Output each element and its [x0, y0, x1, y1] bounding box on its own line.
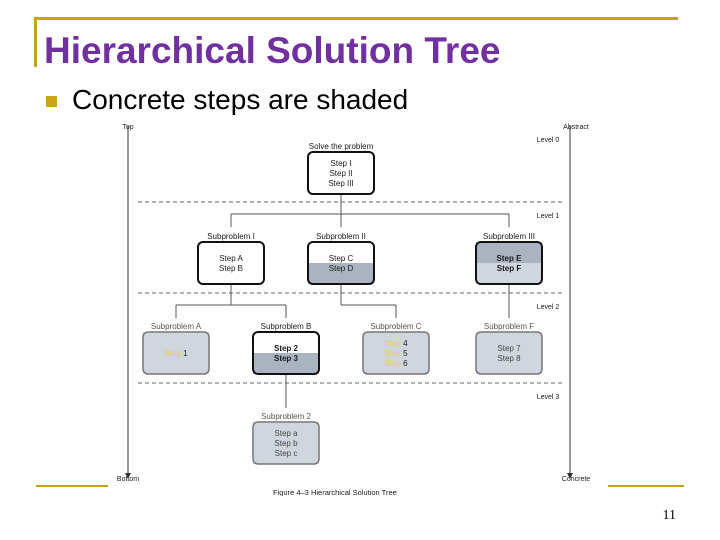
slide-title: Hierarchical Solution Tree	[44, 30, 501, 71]
node-subF-box	[475, 331, 543, 375]
node-sub2-step-1: Step D	[329, 264, 354, 273]
node-sub2b-step-0: Step a	[274, 429, 298, 438]
node-subF-label: Subproblem F	[484, 322, 534, 331]
node-subA-box	[142, 331, 210, 375]
bullet-text: Concrete steps are shaded	[72, 84, 409, 115]
node-subC-label: Subproblem C	[370, 322, 421, 331]
node-sub3-band-0	[476, 242, 542, 263]
bottom-rule-right	[608, 485, 684, 487]
node-sub2b-label: Subproblem 2	[261, 412, 311, 421]
node-subF-step-1: Step 8	[497, 354, 521, 363]
node-root-step-2: Step III	[328, 179, 353, 188]
node-subA-label: Subproblem A	[151, 322, 202, 331]
node-sub3-step-0: Step E	[497, 254, 523, 263]
node-sub2-label: Subproblem II	[316, 232, 366, 241]
node-sub1-step-1: Step B	[219, 264, 243, 273]
node-root-step-1: Step II	[329, 169, 352, 178]
node-sub2b-step-1: Step b	[274, 439, 298, 448]
level-label-2: Level 2	[537, 304, 560, 311]
node-root-band-0	[308, 152, 374, 194]
axis-bottom-label: Bottom	[117, 476, 139, 483]
node-sub2b-step-2: Step c	[275, 449, 298, 458]
node-subF-band-0	[476, 332, 542, 374]
node-sub2-band-0	[308, 242, 374, 263]
node-subC-step-2: Step 6	[384, 359, 408, 368]
node-subB-band-1	[253, 353, 319, 374]
level-label-3: Level 3	[537, 394, 560, 401]
node-sub1-box	[197, 241, 265, 285]
figure-caption: Figure 4–3 Hierarchical Solution Tree	[273, 488, 397, 496]
node-sub3-box	[475, 241, 543, 285]
bullet-square-icon	[46, 96, 57, 107]
node-sub2b-box	[252, 421, 320, 465]
node-subF-step-0: Step 7	[497, 344, 521, 353]
node-sub3-label: Subproblem III	[483, 232, 535, 241]
bottom-rule-left	[36, 485, 108, 487]
node-root-label: Solve the problem	[309, 142, 374, 151]
node-subC-band-0	[363, 332, 429, 374]
node-subB-step-1: Step 3	[274, 354, 299, 363]
node-subB-step-0: Step 2	[274, 344, 299, 353]
node-subB-label: Subproblem B	[261, 322, 312, 331]
node-subB-band-0	[253, 332, 319, 353]
node-subC-step-1: Step 5	[384, 349, 408, 358]
axis-top-label: Top	[122, 124, 133, 131]
title-bracket-top	[34, 17, 678, 20]
node-subB-box	[252, 331, 320, 375]
node-subC-box	[362, 331, 430, 375]
node-root-box	[307, 151, 375, 195]
axis-concrete-label: Concrete	[562, 476, 591, 483]
level-label-1: Level 1	[537, 213, 560, 220]
node-sub2b-band-0	[253, 422, 319, 464]
node-sub3-step-1: Step F	[497, 264, 522, 273]
level-label-0: Level 0	[537, 137, 560, 144]
axis-abstract-label: Abstract	[563, 124, 589, 131]
page-number: 11	[662, 508, 676, 523]
title-bracket-left	[34, 17, 37, 67]
node-sub2-step-0: Step C	[329, 254, 354, 263]
node-root-step-0: Step I	[331, 159, 352, 168]
node-subA-band-0	[143, 332, 209, 374]
node-sub1-band-0	[198, 242, 264, 284]
node-subA-step-0: Step 1	[164, 349, 188, 358]
node-sub2-box	[307, 241, 375, 285]
node-sub2-band-1	[308, 263, 374, 284]
node-subC-step-0: Step 4	[384, 339, 408, 348]
node-sub3-band-1	[476, 263, 542, 284]
node-sub1-label: Subproblem I	[207, 232, 255, 241]
node-sub1-step-0: Step A	[219, 254, 243, 263]
